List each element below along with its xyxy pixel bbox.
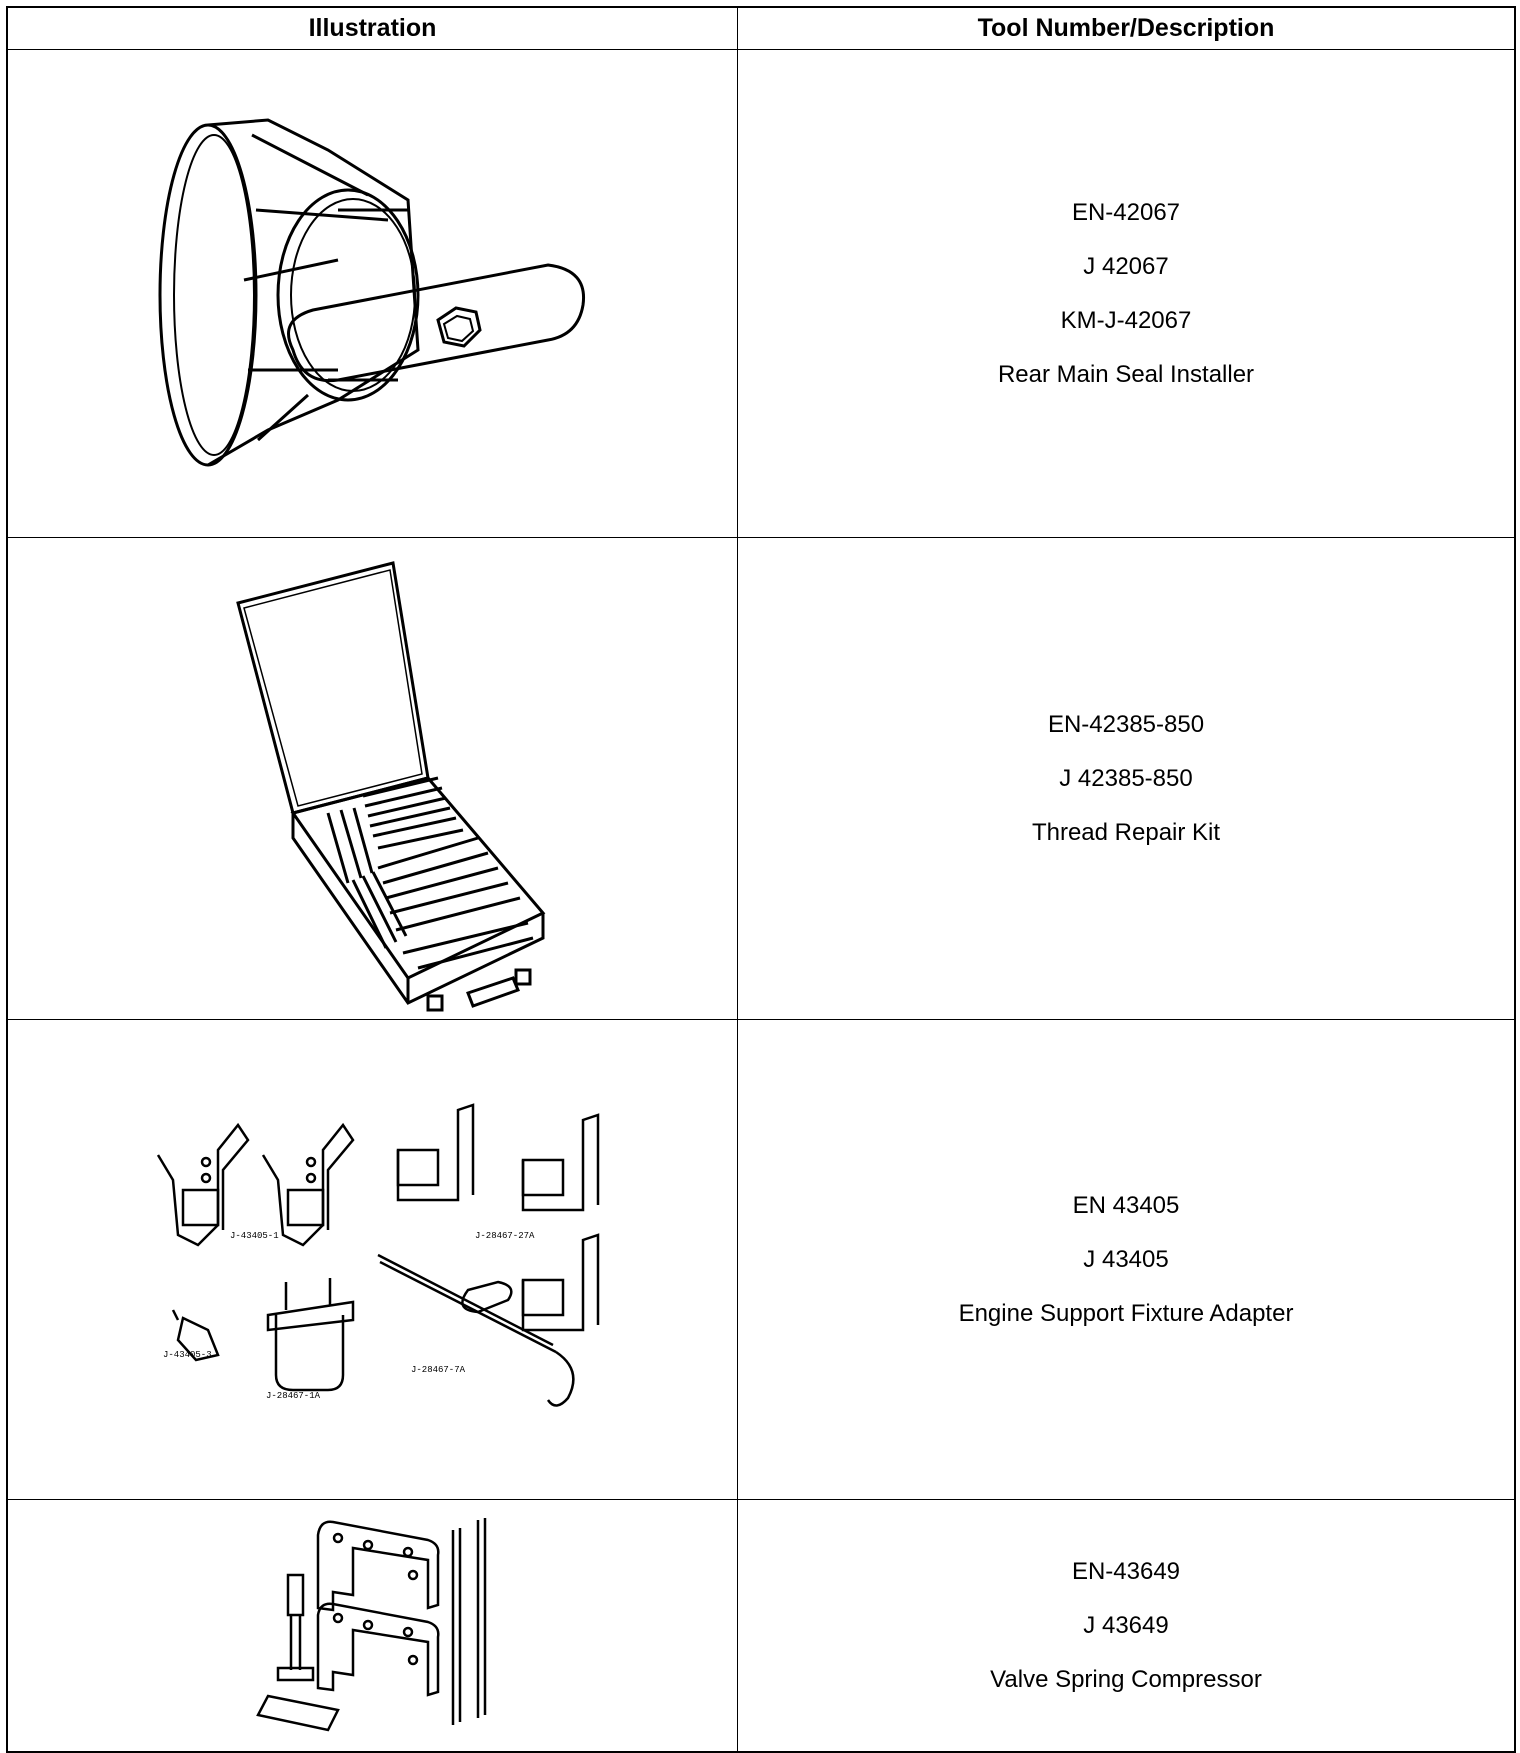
tool-number-en: EN-42385-850 — [1047, 710, 1205, 738]
tool-number-j: J 43649 — [1083, 1611, 1169, 1639]
tool-number-km: KM-J-42067 — [1060, 306, 1192, 334]
description-cell: EN-42067 J 42067 KM-J-42067 Rear Main Se… — [738, 50, 1514, 537]
engine-support-fixture-adapter-parts-icon: J-43405-1 J-28467-27A J-43405-3 J-28467-… — [156, 1103, 600, 1407]
tool-description: Valve Spring Compressor — [990, 1665, 1262, 1693]
part-label: J-28467-7A — [411, 1365, 466, 1375]
tool-number-j: J 43405 — [1083, 1245, 1169, 1273]
description-column-header: Tool Number/Description — [977, 14, 1275, 42]
special-tools-table: Illustration Tool Number/Description EN-… — [6, 6, 1516, 1753]
tool-description: Rear Main Seal Installer — [997, 360, 1255, 388]
illustration-cell — [8, 50, 738, 537]
tool-number-j: J 42385-850 — [1059, 764, 1193, 792]
table-header-row: Illustration Tool Number/Description — [8, 8, 1514, 50]
table-row: EN-43649 J 43649 Valve Spring Compressor — [8, 1500, 1514, 1751]
thread-repair-kit-case-icon — [236, 561, 546, 1012]
table-row: EN-42067 J 42067 KM-J-42067 Rear Main Se… — [8, 50, 1514, 538]
part-label: J-43405-3 — [163, 1350, 212, 1360]
illustration-cell — [8, 1500, 738, 1751]
tool-number-en: EN-43649 — [1071, 1557, 1181, 1585]
illustration-cell: J-43405-1 J-28467-27A J-43405-3 J-28467-… — [8, 1020, 738, 1499]
rear-main-seal-installer-icon — [158, 118, 586, 467]
description-cell: EN-42385-850 J 42385-850 Thread Repair K… — [738, 538, 1514, 1019]
tool-description: Engine Support Fixture Adapter — [958, 1299, 1294, 1327]
part-label: J-28467-27A — [475, 1231, 535, 1241]
table-row: J-43405-1 J-28467-27A J-43405-3 J-28467-… — [8, 1020, 1514, 1500]
tool-description: Thread Repair Kit — [1031, 818, 1221, 846]
table-row: EN-42385-850 J 42385-850 Thread Repair K… — [8, 538, 1514, 1020]
tool-number-j: J 42067 — [1083, 252, 1169, 280]
description-cell: EN 43405 J 43405 Engine Support Fixture … — [738, 1020, 1514, 1499]
illustration-column-header: Illustration — [308, 14, 437, 42]
tool-number-en: EN 43405 — [1072, 1191, 1180, 1219]
part-label: J-28467-1A — [266, 1391, 321, 1401]
illustration-cell — [8, 538, 738, 1019]
part-label: J-43405-1 — [230, 1231, 279, 1241]
description-cell: EN-43649 J 43649 Valve Spring Compressor — [738, 1500, 1514, 1751]
valve-spring-compressor-icon — [256, 1518, 487, 1732]
tool-number-en: EN-42067 — [1071, 198, 1181, 226]
